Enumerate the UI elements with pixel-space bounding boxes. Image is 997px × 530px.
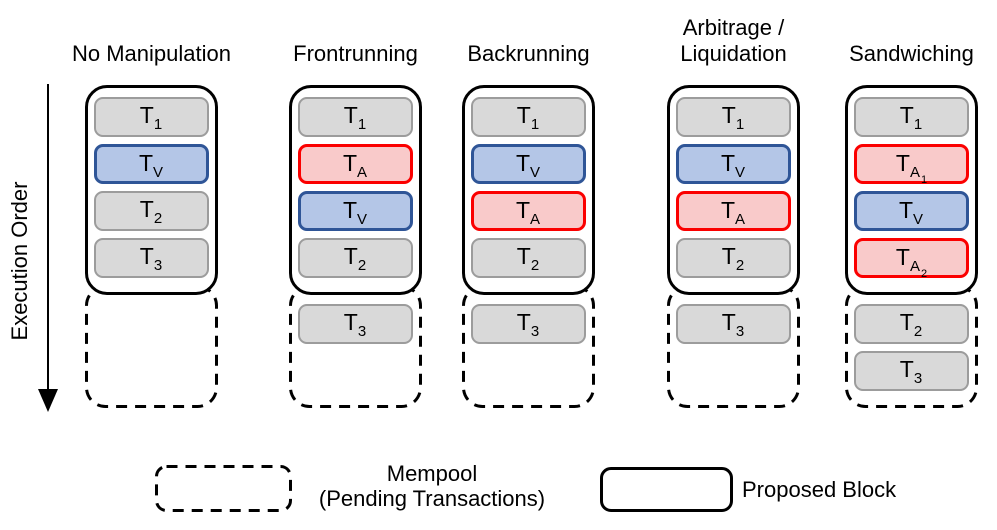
transaction-box: TV bbox=[94, 144, 209, 184]
mempool: T3 bbox=[289, 285, 422, 408]
transaction-box: T1 bbox=[471, 97, 586, 137]
column-backrunning: Backrunning T1 TV TA T2 T3 bbox=[462, 0, 595, 420]
transaction-box: T3 bbox=[854, 351, 969, 391]
transaction-box: TV bbox=[298, 191, 413, 231]
proposed-block: T1 TA1 TV TA2 bbox=[845, 85, 978, 295]
mempool: T3 bbox=[667, 285, 800, 408]
mempool bbox=[85, 285, 218, 408]
proposed-block: T1 TV TA T2 bbox=[462, 85, 595, 295]
transaction-box: TA bbox=[676, 191, 791, 231]
proposed-block-legend-label: Proposed Block bbox=[742, 477, 897, 502]
mempool: T3 bbox=[462, 285, 595, 408]
column-title: No Manipulation bbox=[72, 41, 231, 66]
transaction-box: T3 bbox=[94, 238, 209, 278]
transaction-box: T2 bbox=[94, 191, 209, 231]
transaction-box: T1 bbox=[676, 97, 791, 137]
transaction-box: T3 bbox=[676, 304, 791, 344]
column-title: Arbitrage / Liquidation bbox=[680, 15, 787, 66]
transaction-box: TA2 bbox=[854, 238, 969, 280]
transaction-box: T1 bbox=[298, 97, 413, 137]
column-title: Backrunning bbox=[467, 41, 590, 66]
proposed-block: T1 TA TV T2 bbox=[289, 85, 422, 295]
column-frontrunning: Frontrunning T1 TA TV T2 T3 bbox=[289, 0, 422, 420]
execution-order-label: Execution Order bbox=[7, 181, 32, 341]
mempool-outline bbox=[85, 285, 218, 408]
column-title: Frontrunning bbox=[293, 41, 418, 66]
transaction-box: T2 bbox=[298, 238, 413, 278]
execution-order-arrow bbox=[38, 84, 58, 412]
column-no-manipulation: No Manipulation T1 TV T2 T3 bbox=[72, 0, 231, 420]
proposed-block: T1 TV T2 T3 bbox=[85, 85, 218, 295]
mempool-legend-label: Mempool (Pending Transactions) bbox=[318, 461, 546, 511]
transaction-box: TA bbox=[471, 191, 586, 231]
transaction-box: TV bbox=[676, 144, 791, 184]
column-title: Sandwiching bbox=[849, 41, 974, 66]
proposed-block-legend-swatch bbox=[600, 467, 733, 512]
mempool-legend-swatch bbox=[155, 465, 292, 512]
transaction-box: T2 bbox=[676, 238, 791, 278]
transaction-box: TA1 bbox=[854, 144, 969, 186]
column-sandwiching: Sandwiching T1 TA1 TV TA2 T2 T3 bbox=[845, 0, 978, 420]
transaction-box: TA bbox=[298, 144, 413, 184]
transaction-box: T3 bbox=[298, 304, 413, 344]
transaction-box: TV bbox=[854, 191, 969, 231]
transaction-box: T3 bbox=[471, 304, 586, 344]
transaction-box: T2 bbox=[471, 238, 586, 278]
proposed-block: T1 TV TA T2 bbox=[667, 85, 800, 295]
transaction-box: T1 bbox=[854, 97, 969, 137]
transaction-box: TV bbox=[471, 144, 586, 184]
transaction-box: T1 bbox=[94, 97, 209, 137]
mempool: T2 T3 bbox=[845, 285, 978, 408]
transaction-box: T2 bbox=[854, 304, 969, 344]
column-arbitrage-liquidation: Arbitrage / Liquidation T1 TV TA T2 T3 bbox=[667, 0, 800, 420]
